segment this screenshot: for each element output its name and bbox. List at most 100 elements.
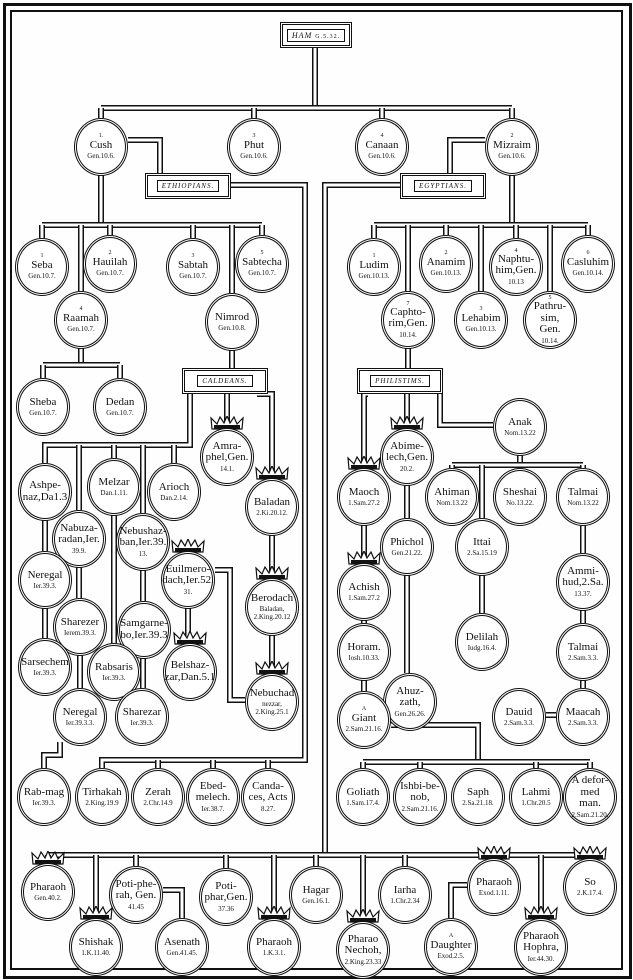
node-name: Talmai	[567, 640, 599, 653]
node-reference: 1.K.11.40.	[81, 949, 111, 958]
connector-line	[128, 137, 163, 173]
node-name: Pharaoh Hophra,	[522, 929, 560, 954]
node-name: Samgarne-bo,Ier.39.3	[120, 617, 168, 641]
connector-line	[100, 183, 307, 768]
node-name: Euilmero-dach,Ier.52.	[162, 562, 214, 587]
node-reference: 2.Sam.21.16.	[345, 725, 383, 734]
node-reference: Gen.10.13.	[358, 272, 390, 281]
node-number: 3	[252, 133, 256, 140]
node-name: Belshaz-zar,Dan.5.1	[164, 659, 216, 683]
node-name: Nebushaz-ban,Ier.39.	[119, 524, 167, 549]
node-reference: Gen.10.7.	[179, 272, 207, 281]
node-name: Goliath	[346, 785, 380, 798]
node-name: Tirhakah	[82, 785, 122, 798]
node-reference: Gen.10.13.	[430, 269, 462, 278]
node-reference: Exod.2.5.	[437, 952, 465, 961]
node-reference: 37.36	[218, 904, 234, 913]
node-reference: Gen.10.7.	[106, 409, 134, 418]
connector-line	[163, 888, 184, 918]
connector-line	[43, 394, 192, 463]
node-name: Hagar	[302, 883, 330, 896]
node-name: Berodach	[250, 591, 294, 604]
node-name: Horam.	[347, 640, 381, 653]
node-name: Nimrod	[214, 310, 250, 323]
node-number: 7	[406, 300, 410, 307]
person-node-pharaonecho: Pharao Nechoh,2.King.23.33	[336, 921, 390, 979]
connector-line	[362, 392, 368, 468]
node-name: Poti-phe-rah, Gen.	[115, 877, 157, 902]
node-name: Achish	[348, 580, 380, 593]
crown-icon	[390, 416, 424, 430]
connector-line	[42, 742, 62, 768]
node-number: 1	[40, 253, 44, 260]
crown-icon	[255, 466, 289, 480]
node-name: Sabtecha	[242, 255, 282, 268]
crown-icon	[171, 539, 205, 553]
connector-line	[163, 887, 185, 918]
node-name: Sheshai	[502, 485, 538, 498]
banner-ethiopians: ETHIOPIANS.	[145, 173, 231, 199]
node-number: 5	[260, 250, 264, 257]
node-name: So	[584, 875, 596, 888]
node-number: 6	[586, 250, 590, 257]
caldeans-label: CALDEANS.	[197, 375, 253, 387]
node-name: Ishbi-be-nob,	[400, 779, 440, 804]
node-name: Iarha	[393, 883, 417, 896]
node-name: Zerah	[145, 785, 171, 798]
node-name: Maoch	[348, 485, 380, 498]
node-reference: 39.9.	[72, 546, 86, 555]
crown-icon	[573, 846, 607, 860]
node-reference: Gen.10.13.	[465, 325, 497, 334]
node-name: Mizraim	[493, 138, 531, 151]
node-reference: Iosh.10.33.	[348, 654, 380, 663]
node-name: Sheba	[29, 395, 57, 408]
node-reference: Ierem.39.3.	[63, 629, 97, 638]
crown-icon	[524, 906, 558, 920]
egyptians-label: EGYPTIANS.	[414, 180, 472, 192]
node-reference: Dan.1.11.	[100, 489, 128, 498]
node-name: Raamah	[62, 311, 100, 324]
node-name: Asenath	[163, 935, 201, 948]
node-name: Sabtah	[178, 258, 208, 271]
node-reference: 10.14.	[541, 336, 559, 345]
node-reference: Dan.2.14.	[160, 494, 188, 503]
node-number: A	[361, 706, 367, 713]
node-name: Ahuz-zath,	[396, 684, 424, 709]
node-reference: Gen.10.6.	[240, 152, 268, 161]
node-reference: Baladan, 2.King.20.12	[253, 605, 291, 621]
node-name: Lahmi	[521, 785, 551, 798]
node-reference: Nom.13.22	[436, 499, 468, 508]
node-reference: Ier.39.3.	[33, 582, 57, 591]
node-name: Ashpe-naz,Da1.3	[22, 479, 68, 503]
node-reference: Gen.10.7.	[29, 409, 57, 418]
node-name: Naphtu-him,Gen.	[495, 252, 537, 277]
person-node-ahuzzath: Ahuz-zath,Gen.26.26.	[383, 673, 437, 731]
